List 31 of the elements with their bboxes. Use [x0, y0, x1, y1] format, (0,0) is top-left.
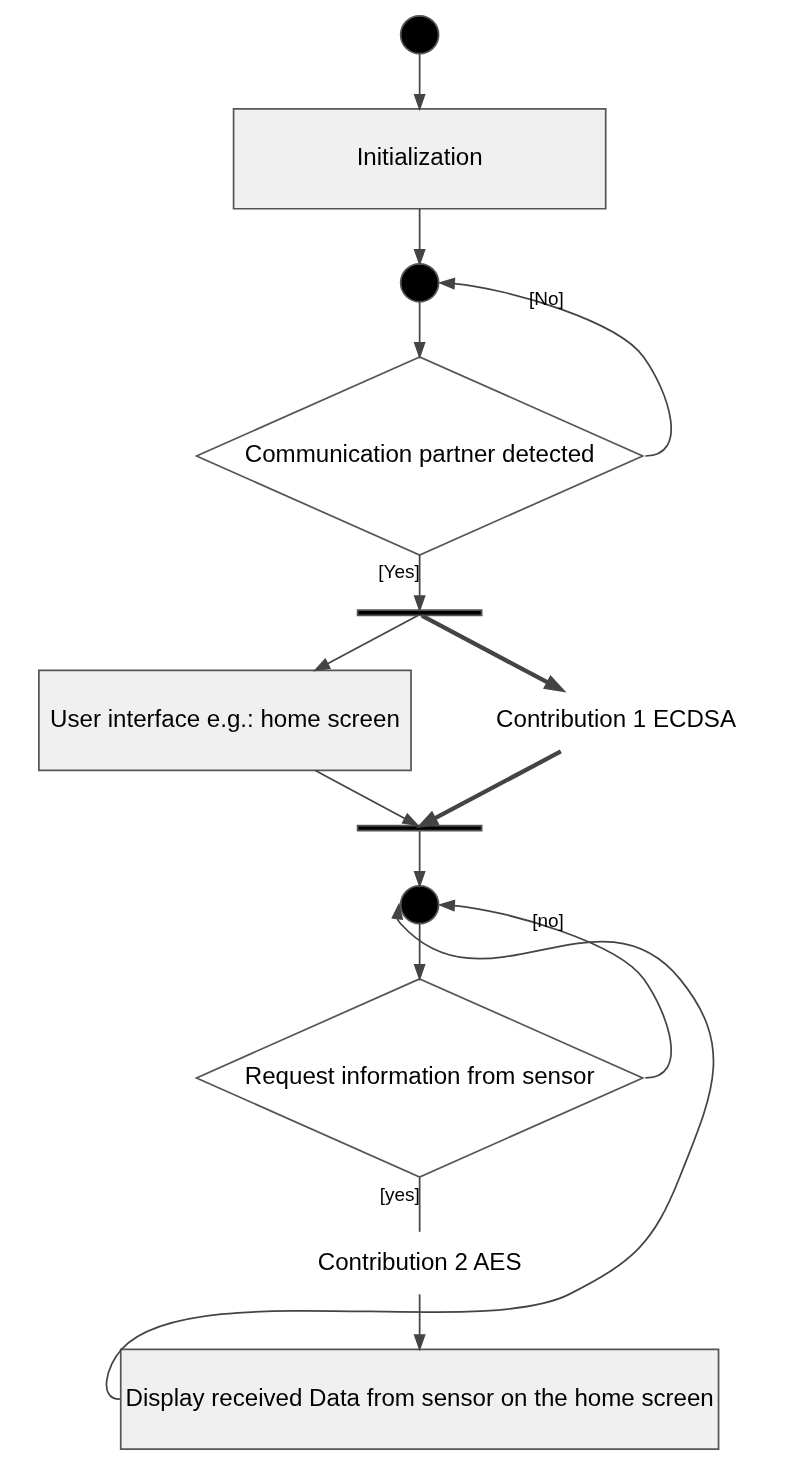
arrow	[413, 1293, 426, 1352]
node-diamond: Communication partner detected	[194, 356, 645, 556]
arrow	[416, 749, 562, 829]
arrow	[413, 923, 426, 982]
edge-label: [No]	[529, 287, 564, 309]
arrow	[413, 52, 426, 112]
arrow	[105, 902, 715, 1401]
edge-label: [yes]	[379, 1183, 420, 1205]
node-text: Contribution 2 AES	[317, 1247, 522, 1275]
arrow	[413, 301, 426, 360]
arrow	[420, 613, 567, 693]
node-diamond: Request information from sensor	[194, 977, 645, 1178]
arrow	[437, 277, 673, 457]
arrow	[313, 614, 419, 672]
node-box: Display received Data from sensor on the home screen	[119, 1348, 720, 1451]
node-box: Initialization	[232, 108, 607, 210]
node-text: Contribution 1 ECDSA	[496, 704, 736, 732]
node-bar	[356, 609, 483, 617]
arrow	[413, 208, 426, 267]
arrow	[314, 769, 420, 827]
edge-label: [no]	[532, 909, 564, 931]
arrow	[413, 830, 426, 889]
node-bar	[356, 824, 483, 832]
arrow	[413, 554, 426, 613]
arrow	[437, 899, 673, 1079]
node-circle	[399, 14, 440, 55]
node-circle	[399, 884, 440, 925]
edge-label: [Yes]	[378, 560, 420, 582]
node-box: User interface e.g.: home screen	[38, 669, 412, 772]
connector	[418, 1176, 421, 1233]
node-circle	[399, 263, 440, 303]
